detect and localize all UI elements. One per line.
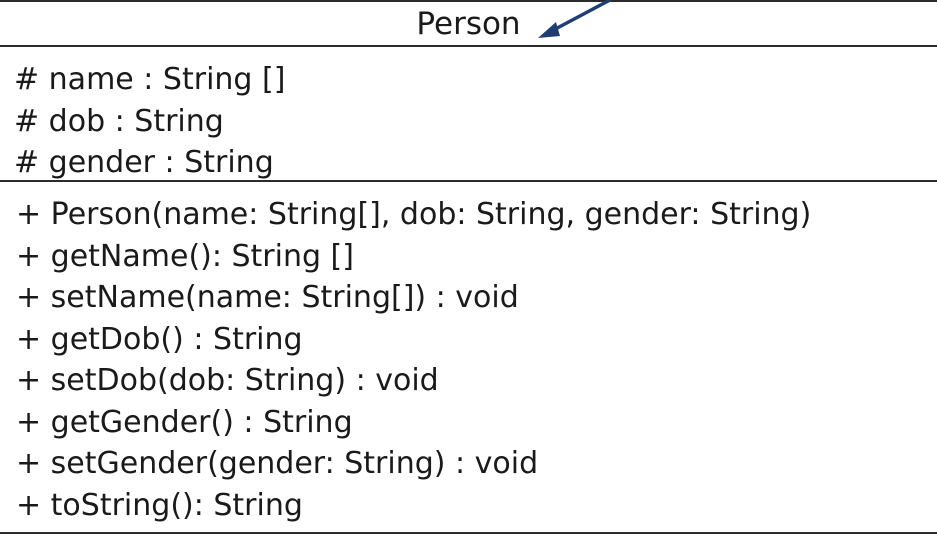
method-get-name: + getName(): String [] (16, 238, 354, 274)
method-set-gender: + setGender(gender: String) : void (16, 446, 539, 481)
attribute-name: # name : String [] (14, 62, 286, 97)
methods-compartment: + Person(name: String[], dob: String, ge… (0, 182, 937, 526)
method-to-string: + toString(): String (16, 487, 303, 523)
attributes-compartment: # name : String [] # dob : String # gend… (0, 47, 937, 182)
class-name: Person (416, 6, 521, 42)
attribute-gender: # gender : String (14, 145, 274, 180)
method-get-gender: + getGender() : String (16, 404, 353, 440)
method-set-dob: + setDob(dob: String) : void (16, 363, 439, 398)
method-constructor: + Person(name: String[], dob: String, ge… (16, 197, 812, 232)
method-set-name: + setName(name: String[]) : void (16, 280, 519, 315)
method-get-dob: + getDob() : String (16, 321, 303, 357)
class-name-compartment: Person (0, 2, 937, 47)
attribute-dob: # dob : String (14, 103, 224, 139)
association-arrow-icon (538, 0, 612, 38)
